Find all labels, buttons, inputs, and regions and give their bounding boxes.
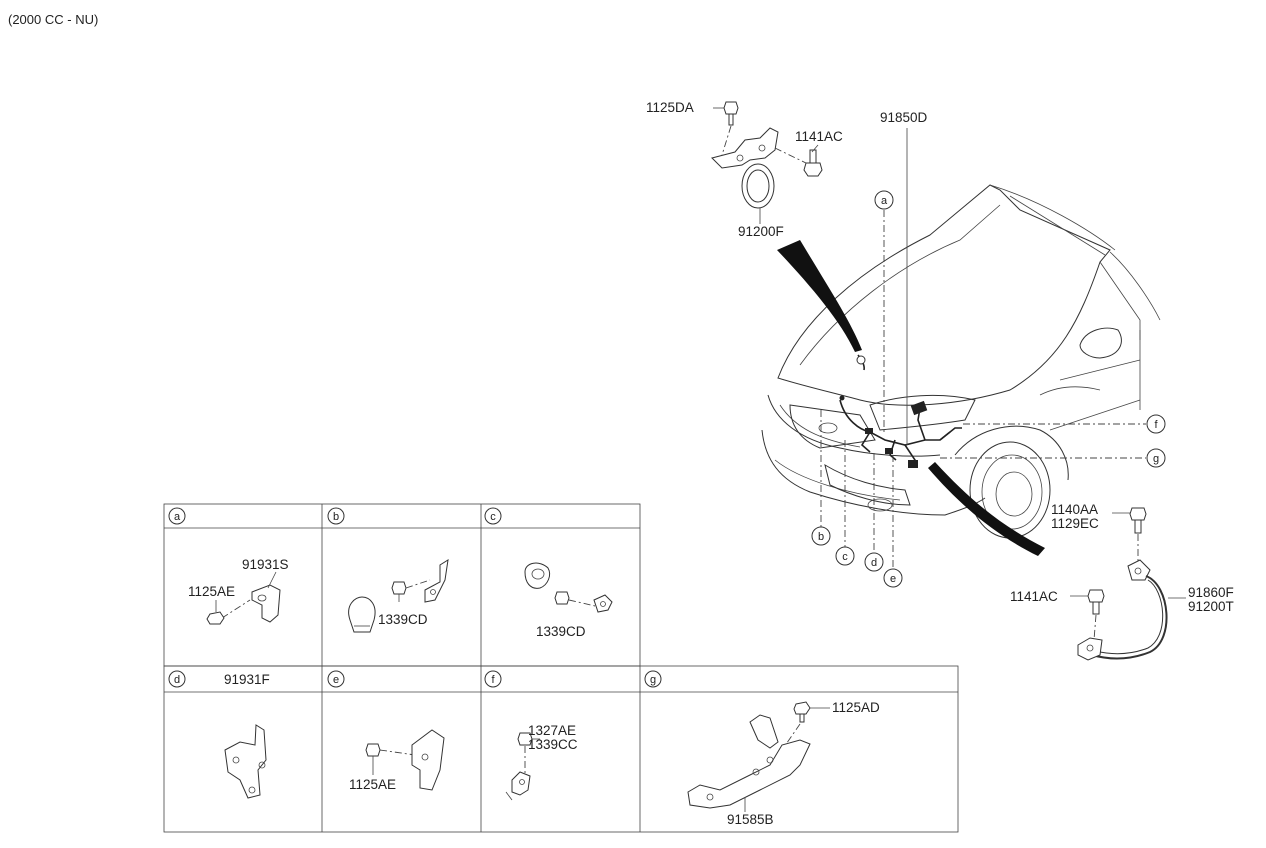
label-1125DA: 1125DA bbox=[646, 100, 694, 115]
label-1339CC: 1339CC bbox=[528, 737, 578, 752]
callout-c: c bbox=[835, 546, 855, 566]
car-body-drawing bbox=[761, 184, 1161, 539]
label-91850D: 91850D bbox=[880, 110, 928, 125]
table-header-b: b bbox=[327, 507, 345, 525]
leader-band-bottom bbox=[928, 462, 1045, 556]
label-91200T: 91200T bbox=[1188, 599, 1234, 614]
label-1125AE-a: 1125AE bbox=[188, 584, 235, 599]
callout-d-letter: d bbox=[871, 557, 877, 569]
label-1339CD-b: 1339CD bbox=[378, 612, 428, 627]
table-letter-a: a bbox=[174, 511, 181, 523]
label-91931S: 91931S bbox=[242, 557, 289, 572]
label-91585B: 91585B bbox=[727, 812, 774, 827]
leader-band-top bbox=[777, 240, 862, 352]
label-1129EC: 1129EC bbox=[1051, 516, 1099, 531]
table-header-a: a bbox=[168, 507, 186, 525]
detail-g-parts bbox=[687, 701, 830, 812]
callout-lines bbox=[820, 210, 1146, 570]
engine-spec-note: (2000 CC - NU) bbox=[8, 12, 99, 27]
label-1125AD: 1125AD bbox=[832, 700, 880, 715]
label-1141AC-top: 1141AC bbox=[795, 129, 843, 144]
detail-c-parts bbox=[524, 562, 613, 613]
callout-g-letter: g bbox=[1153, 453, 1159, 465]
hood-wire-assembly bbox=[711, 101, 823, 224]
callout-b: b bbox=[811, 526, 831, 546]
table-letter-f: f bbox=[491, 674, 495, 686]
table-title-d: 91931F bbox=[224, 672, 270, 687]
detail-a-bracket bbox=[206, 571, 281, 625]
callout-f-letter: f bbox=[1154, 419, 1158, 431]
callout-g: g bbox=[1146, 448, 1166, 468]
table-letter-g: g bbox=[650, 674, 656, 686]
table-letter-d: d bbox=[174, 674, 180, 686]
table-header-g: g bbox=[644, 670, 662, 688]
table-letter-b: b bbox=[333, 511, 339, 523]
table-header-e: e bbox=[327, 670, 345, 688]
table-header-f: f bbox=[484, 670, 502, 688]
table-letter-c: c bbox=[490, 511, 496, 523]
main-wiring-harness bbox=[839, 354, 962, 468]
callout-a-letter: a bbox=[881, 195, 888, 207]
detail-f-parts bbox=[505, 732, 540, 801]
callout-e: e bbox=[883, 568, 903, 588]
label-1327AE: 1327AE bbox=[528, 723, 576, 738]
callout-a: a bbox=[874, 190, 894, 210]
label-91860F: 91860F bbox=[1188, 585, 1234, 600]
table-header-c: c bbox=[484, 507, 502, 525]
callout-e-letter: e bbox=[890, 573, 896, 585]
label-91200F: 91200F bbox=[738, 224, 784, 239]
label-1339CD-c: 1339CD bbox=[536, 624, 586, 639]
callout-d: d bbox=[864, 552, 884, 572]
ground-cable-assembly bbox=[1070, 507, 1186, 661]
detail-d-bracket bbox=[224, 724, 267, 799]
detail-e-parts bbox=[365, 729, 445, 791]
callout-b-letter: b bbox=[818, 531, 824, 543]
table-header-d: d bbox=[168, 670, 186, 688]
callout-c-letter: c bbox=[842, 551, 848, 563]
label-1140AA: 1140AA bbox=[1051, 502, 1098, 517]
label-1141AC-right: 1141AC bbox=[1010, 589, 1058, 604]
detail-b-parts bbox=[348, 559, 449, 633]
table-letter-e: e bbox=[333, 674, 339, 686]
detail-table bbox=[163, 503, 959, 833]
callout-f: f bbox=[1146, 414, 1166, 434]
label-1125AE-e: 1125AE bbox=[349, 777, 396, 792]
